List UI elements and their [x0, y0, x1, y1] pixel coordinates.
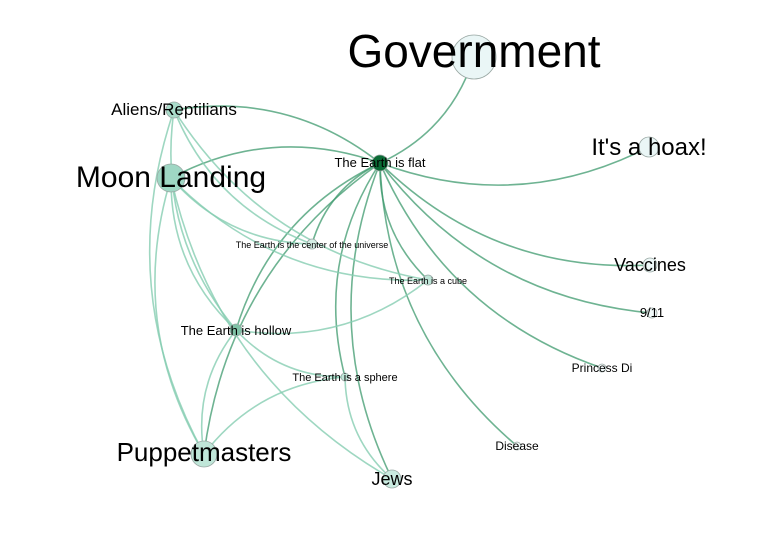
edge-aliens-cube — [173, 109, 429, 281]
node-hoax[interactable] — [638, 136, 660, 158]
node-aliens[interactable] — [165, 101, 183, 119]
node-center[interactable] — [306, 238, 318, 250]
node-label-moon: Moon Landing — [76, 161, 266, 194]
edge-hollow-cube — [235, 279, 429, 335]
edge-flat-hollow — [235, 162, 381, 331]
edge-flat-cube — [379, 162, 429, 281]
node-label-sphere: The Earth is a sphere — [292, 372, 397, 384]
edge-flat-pup — [203, 162, 381, 455]
edge-sphere-jews — [344, 376, 393, 480]
edge-flat-aliens — [173, 105, 381, 164]
edges — [148, 56, 653, 480]
edge-moon-cube — [170, 177, 429, 282]
node-vacc[interactable] — [642, 257, 658, 273]
node-label-center: The Earth is the center of the universe — [236, 240, 389, 250]
edge-flat-moon — [170, 146, 381, 179]
node-label-hollow: The Earth is hollow — [181, 323, 292, 338]
edge-aliens-center — [173, 109, 313, 245]
node-label-hoax: It's a hoax! — [591, 134, 706, 161]
node-label-jews: Jews — [371, 469, 412, 489]
node-911[interactable] — [646, 307, 658, 319]
node-pup[interactable] — [190, 440, 218, 468]
node-label-flat: The Earth is flat — [334, 155, 425, 170]
node-dis[interactable] — [512, 441, 522, 451]
node-label-dis: Disease — [495, 439, 539, 453]
edge-aliens-pup — [148, 109, 205, 455]
edge-sphere-pup — [203, 376, 346, 455]
node-di[interactable] — [597, 363, 607, 373]
edge-flat-sphere — [334, 162, 381, 378]
nodes — [156, 34, 660, 489]
node-jews[interactable] — [382, 469, 402, 489]
node-gov[interactable] — [451, 34, 497, 80]
edge-hollow-sphere — [235, 329, 346, 378]
node-label-911: 9/11 — [640, 305, 664, 320]
edge-moon-jews — [170, 177, 393, 480]
node-sphere[interactable] — [340, 372, 350, 382]
edge-flat-vacc — [379, 162, 651, 267]
edge-flat-center — [311, 162, 381, 245]
node-label-cube: The Earth is a cube — [389, 276, 467, 286]
node-label-aliens: Aliens/Reptilians — [111, 100, 237, 119]
edge-hollow-pup — [200, 329, 237, 455]
node-moon[interactable] — [156, 163, 186, 193]
edge-flat-911 — [379, 162, 653, 314]
edge-flat-di — [379, 162, 603, 369]
node-cube[interactable] — [422, 274, 434, 286]
node-label-pup: Puppetmasters — [117, 437, 292, 467]
edge-moon-hollow — [170, 177, 237, 331]
node-flat[interactable] — [371, 154, 389, 172]
node-label-di: Princess Di — [572, 361, 633, 375]
node-label-gov: Government — [347, 25, 600, 77]
edge-flat-hoax — [379, 146, 650, 186]
edge-aliens-hollow — [170, 109, 237, 331]
node-hollow[interactable] — [229, 323, 243, 337]
node-label-vacc: Vaccines — [614, 255, 686, 275]
